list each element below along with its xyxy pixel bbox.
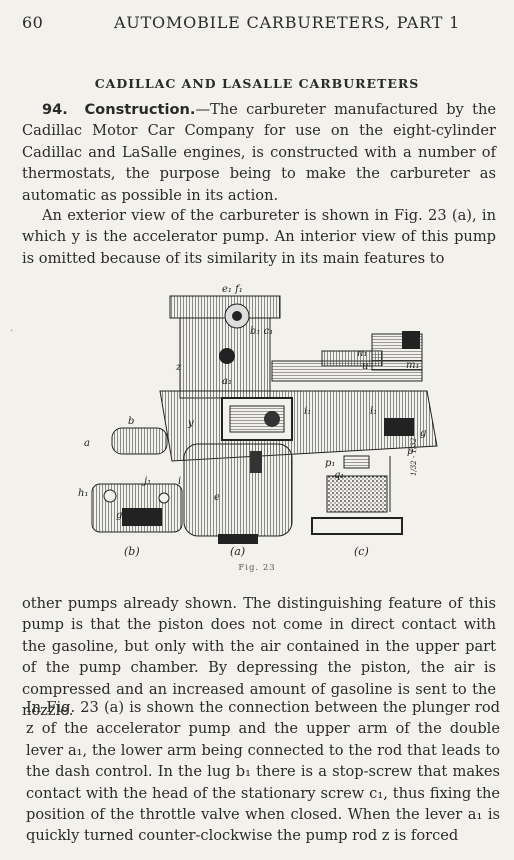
paragraph-number: 94. [42, 101, 68, 118]
label-e: e [214, 492, 220, 503]
carbureter-figure: e₁ f₁ z b₁ c₁ a₁ n₁ o u m₁ i₁ l₁ g p y a… [78, 284, 438, 558]
label-y: y [187, 418, 194, 429]
label-g: g [420, 428, 426, 439]
label-l1: l₁ [370, 406, 377, 417]
label-g1: g₁ [116, 510, 126, 521]
label-o: o [402, 334, 408, 345]
detail-b [91, 483, 183, 533]
label-a1: a₁ [222, 376, 232, 387]
detail-c [311, 455, 403, 535]
running-header: 60 AUTOMOBILE CARBURETERS, PART 1 [22, 13, 492, 32]
label-a: a [84, 438, 90, 449]
margin-mark: · [10, 326, 14, 337]
page-number: 60 [22, 13, 44, 32]
paragraph-distinguishing-feature: other pumps already shown. The distingui… [22, 595, 496, 720]
paragraph-construction: 94. Construction.—The carbureter manufac… [22, 99, 496, 206]
label-e1-f1: e₁ f₁ [222, 284, 243, 295]
label-b1-c1: b₁ c₁ [250, 326, 273, 337]
label-m1: m₁ [406, 360, 420, 371]
running-title: AUTOMOBILE CARBURETERS, PART 1 [113, 13, 461, 32]
paragraph-exterior-view: An exterior view of the carbureter is sh… [22, 207, 496, 267]
label-j1: j₁ [142, 476, 151, 487]
label-i1: i₁ [304, 406, 311, 417]
paragraph-lead: Construction. [84, 101, 196, 118]
panel-label-c: (c) [354, 545, 369, 558]
label-q1: q₁ [334, 470, 344, 481]
panel-label-a: (a) [230, 545, 245, 558]
label-z: z [175, 362, 182, 373]
panel-label-b: (b) [124, 545, 140, 558]
label-i: i [178, 476, 181, 487]
label-n1: n₁ [357, 348, 367, 359]
label-p1: p₁ [325, 458, 335, 469]
label-dimensions: 1/32 - 1/32 [410, 437, 418, 476]
section-heading: CADILLAC AND LASALLE CARBURETERS [94, 76, 420, 91]
figure-caption: Fig. 23 [238, 563, 276, 573]
label-b: b [128, 416, 134, 427]
paragraph-text: —The carbureter manufactured by the Cadi… [22, 101, 497, 204]
paragraph-connection: In Fig. 23 (a) is shown the connection b… [26, 699, 500, 845]
label-u: u [362, 361, 368, 372]
label-h1: h₁ [78, 488, 88, 499]
label-p: p [407, 446, 414, 457]
carbureter-body [111, 295, 438, 544]
